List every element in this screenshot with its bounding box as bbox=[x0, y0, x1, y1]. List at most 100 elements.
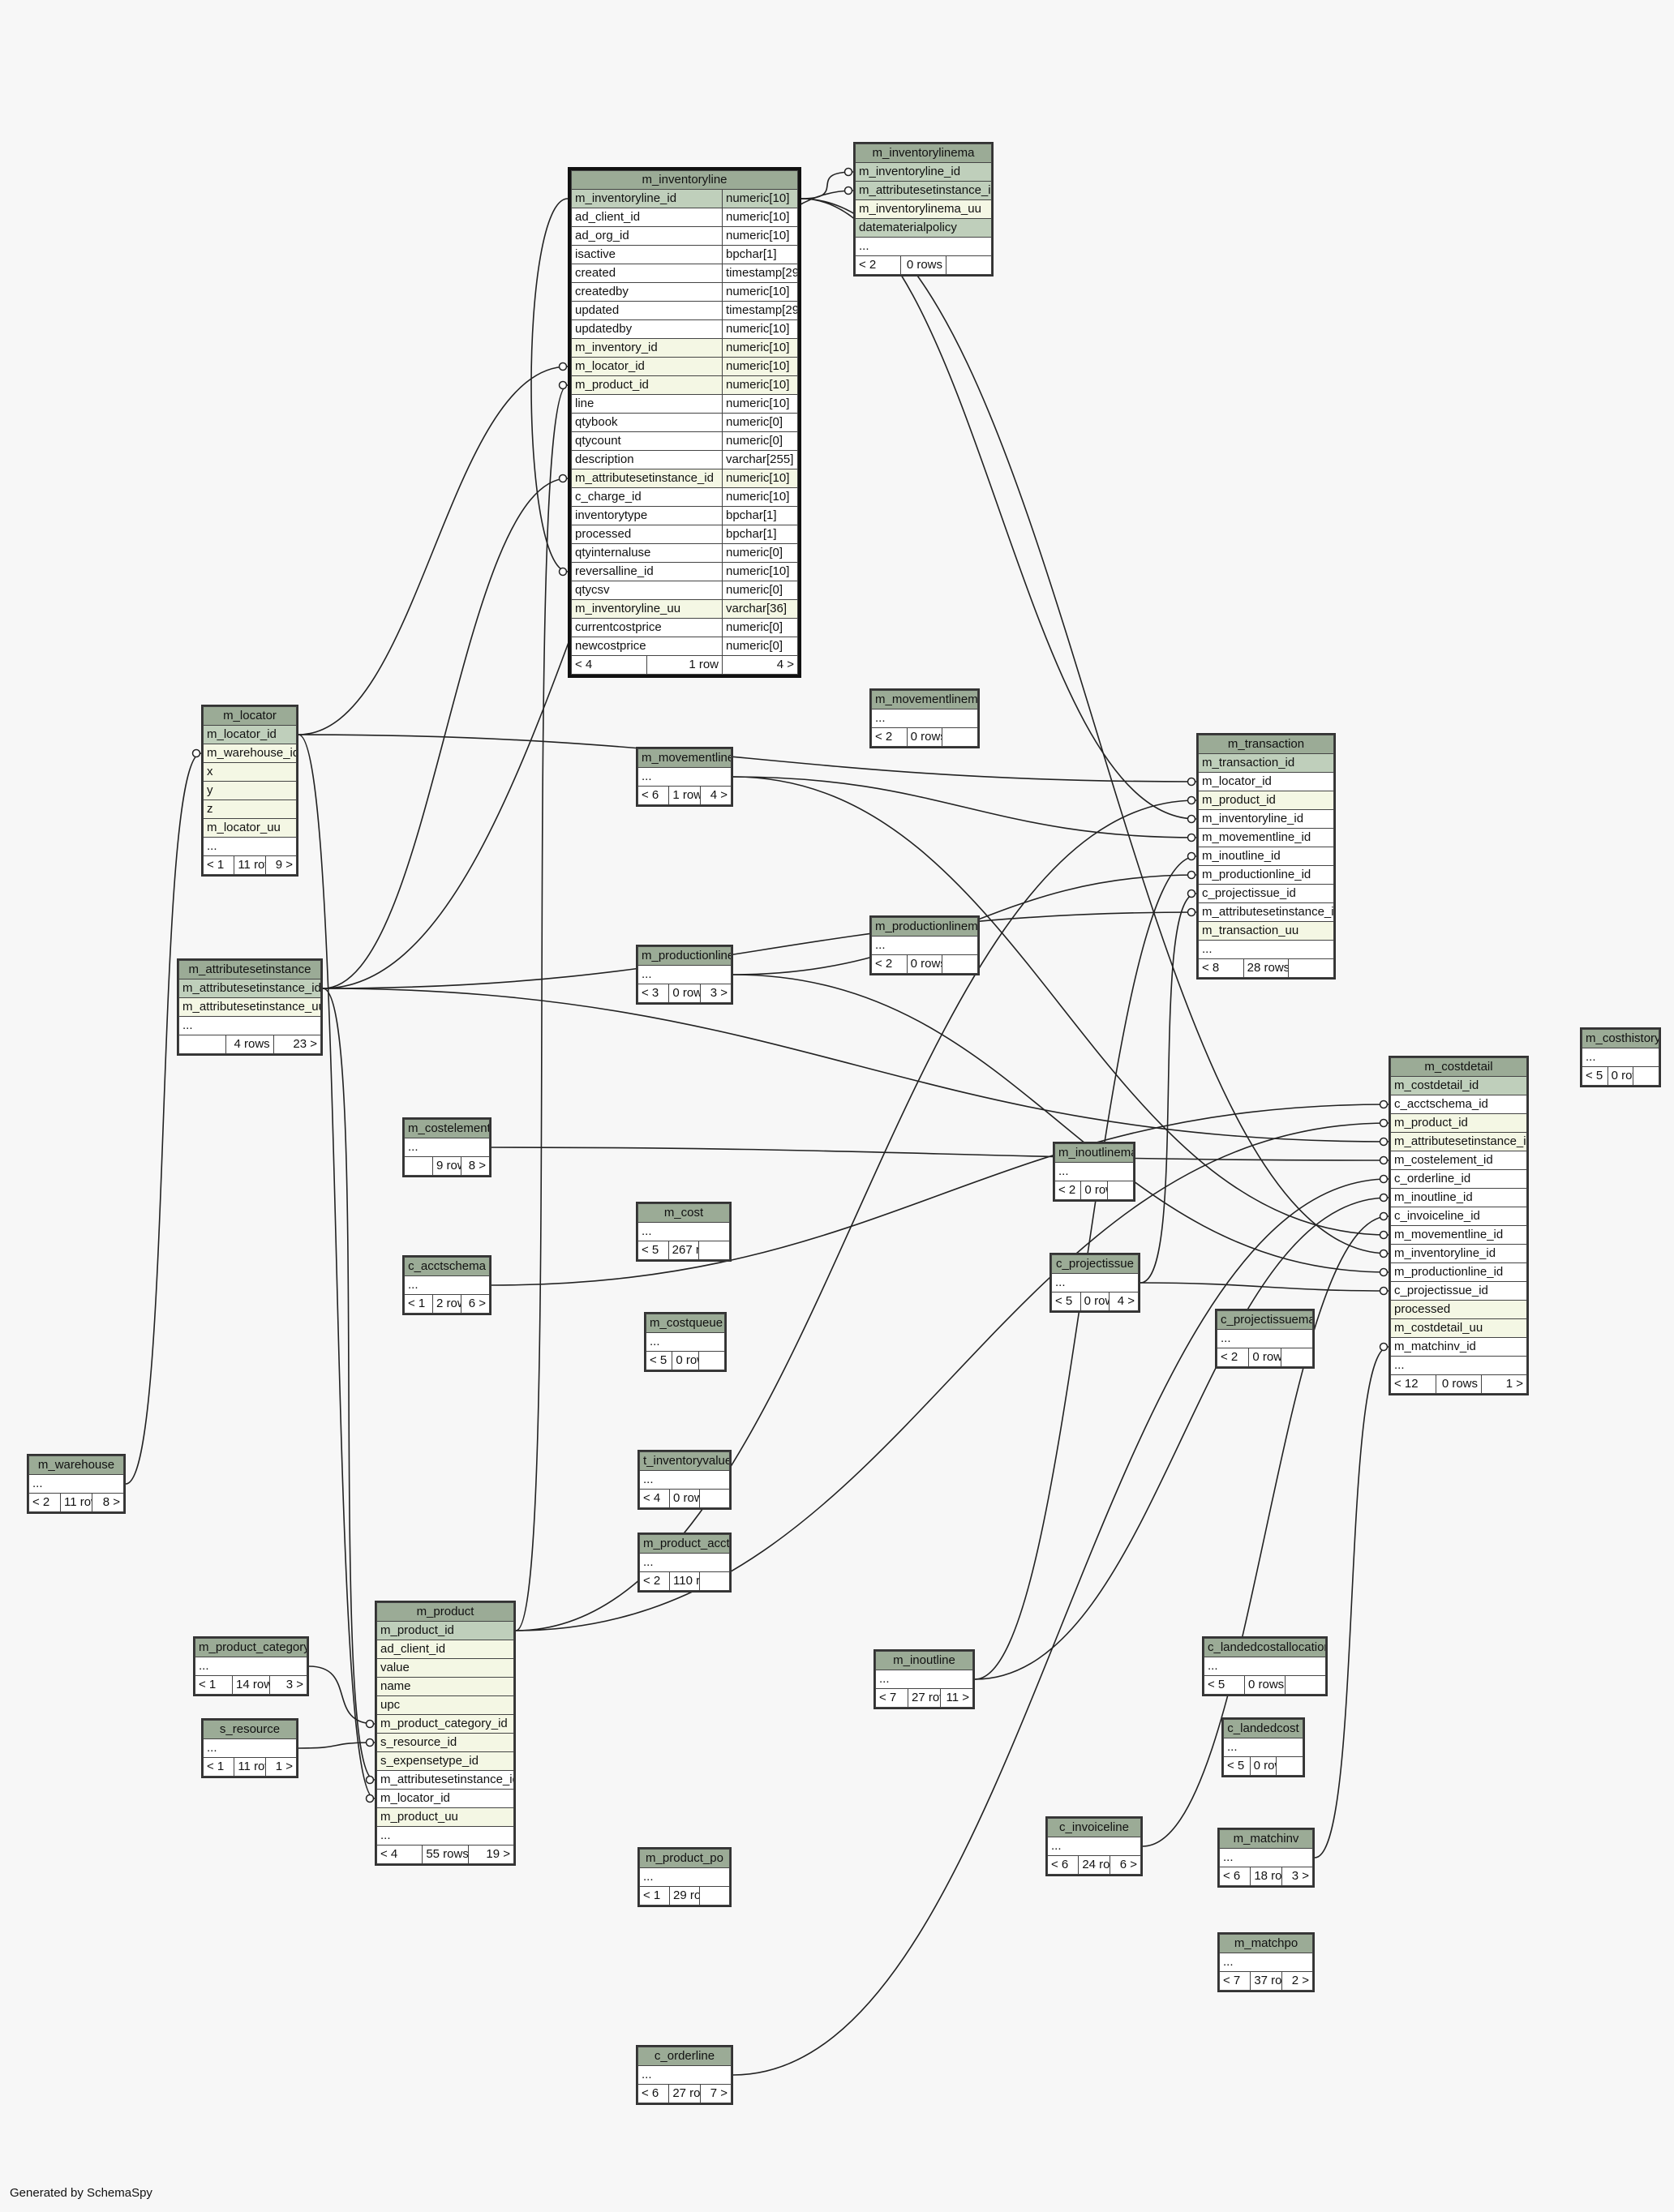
parents-count[interactable]: < 4 bbox=[376, 1845, 423, 1864]
column-row[interactable]: upc bbox=[376, 1695, 514, 1715]
column-row[interactable]: ... bbox=[203, 1738, 297, 1758]
table-c-acctschema[interactable]: c_acctschema...< 12 rows6 > bbox=[402, 1255, 491, 1315]
column-row[interactable]: m_inventoryline_id bbox=[855, 162, 992, 182]
column-row[interactable]: m_attributesetinstance_id bbox=[376, 1770, 514, 1790]
column-row[interactable]: c_orderline_id bbox=[1390, 1169, 1527, 1189]
children-count[interactable]: 4 > bbox=[699, 786, 732, 805]
parents-count[interactable]: < 6 bbox=[1046, 1855, 1080, 1875]
column-row[interactable]: ... bbox=[875, 1670, 973, 1689]
column-row[interactable]: m_locator_id bbox=[376, 1789, 514, 1808]
table-m-warehouse[interactable]: m_warehouse...< 211 rows8 > bbox=[27, 1454, 126, 1514]
table-c-landedcost[interactable]: c_landedcost...< 50 rows bbox=[1221, 1717, 1305, 1777]
column-row[interactable]: m_inventorylinema_uu bbox=[855, 199, 992, 219]
column-row[interactable]: ... bbox=[28, 1474, 124, 1494]
parents-count[interactable]: < 2 bbox=[639, 1571, 670, 1591]
column-row[interactable]: c_invoiceline_id bbox=[1390, 1207, 1527, 1226]
parents-count[interactable]: < 5 bbox=[1223, 1756, 1251, 1776]
table-title[interactable]: m_costhistory bbox=[1582, 1029, 1659, 1048]
column-row[interactable]: ... bbox=[639, 1470, 730, 1490]
parents-count[interactable]: < 12 bbox=[1390, 1374, 1436, 1394]
column-row[interactable]: ... bbox=[376, 1826, 514, 1845]
table-title[interactable]: c_landedcostallocation bbox=[1204, 1638, 1326, 1657]
column-row[interactable]: ... bbox=[637, 2065, 732, 2085]
parents-count[interactable]: < 7 bbox=[875, 1688, 908, 1708]
column-row[interactable]: m_transaction_id bbox=[1198, 753, 1334, 773]
column-row[interactable]: ... bbox=[637, 767, 732, 787]
parents-count[interactable]: < 5 bbox=[1051, 1292, 1081, 1311]
table-m-inoutline[interactable]: m_inoutline...< 727 rows11 > bbox=[873, 1649, 975, 1709]
column-row[interactable]: m_attributesetinstance_id bbox=[178, 979, 321, 998]
column-row[interactable]: ... bbox=[855, 237, 992, 256]
parents-count[interactable]: < 1 bbox=[195, 1675, 233, 1695]
table-title[interactable]: c_landedcost bbox=[1223, 1719, 1303, 1738]
column-row[interactable]: ... bbox=[646, 1332, 725, 1352]
column-row[interactable]: m_product_id bbox=[1198, 791, 1334, 810]
column-row[interactable]: y bbox=[203, 781, 297, 800]
table-title[interactable]: m_costqueue bbox=[646, 1314, 725, 1333]
column-row[interactable]: m_product_id bbox=[376, 1621, 514, 1640]
column-row[interactable]: m_locator_uu bbox=[203, 818, 297, 838]
column-row[interactable]: ... bbox=[1219, 1953, 1313, 1972]
table-m-matchinv[interactable]: m_matchinv...< 618 rows3 > bbox=[1217, 1828, 1315, 1888]
children-count[interactable]: 1 > bbox=[264, 1757, 298, 1777]
column-row[interactable]: s_expensetype_id bbox=[376, 1751, 514, 1771]
column-row[interactable]: m_attributesetinstance_uu bbox=[178, 997, 321, 1017]
children-count[interactable] bbox=[946, 255, 992, 275]
column-row[interactable]: m_matchinv_id bbox=[1390, 1337, 1527, 1357]
table-m-movementlinema[interactable]: m_movementlinema...< 20 rows bbox=[869, 688, 980, 748]
parents-count[interactable]: < 3 bbox=[637, 984, 670, 1003]
table-m-product-po[interactable]: m_product_po...< 129 rows bbox=[637, 1847, 732, 1907]
column-row[interactable]: ... bbox=[639, 1867, 730, 1887]
column-row[interactable]: m_attributesetinstance_id bbox=[1198, 902, 1334, 922]
column-row[interactable]: ... bbox=[871, 936, 978, 955]
parents-count[interactable]: < 5 bbox=[637, 1241, 669, 1260]
table-title[interactable]: m_inventoryline bbox=[571, 170, 798, 190]
column-row[interactable]: m_attributesetinstance_id bbox=[855, 181, 992, 200]
parents-count[interactable]: < 2 bbox=[1054, 1181, 1082, 1200]
children-count[interactable] bbox=[1280, 1348, 1314, 1367]
column-row[interactable]: ... bbox=[639, 1553, 730, 1572]
table-title[interactable]: m_movementlinema bbox=[871, 690, 978, 709]
table-title[interactable]: c_acctschema bbox=[404, 1257, 490, 1276]
children-count[interactable] bbox=[1106, 1181, 1135, 1200]
children-count[interactable] bbox=[1633, 1066, 1659, 1086]
column-row[interactable]: m_locator_id bbox=[1198, 772, 1334, 791]
table-title[interactable]: m_matchinv bbox=[1219, 1829, 1313, 1849]
column-row[interactable]: ... bbox=[404, 1138, 490, 1157]
children-count[interactable]: 6 > bbox=[1109, 1855, 1142, 1875]
column-row[interactable]: ... bbox=[203, 837, 297, 856]
column-row[interactable]: ... bbox=[1223, 1738, 1303, 1757]
table-c-invoiceline[interactable]: c_invoiceline...< 624 rows6 > bbox=[1045, 1816, 1143, 1876]
parents-count[interactable] bbox=[404, 1156, 433, 1176]
column-row[interactable]: m_attributesetinstance_id bbox=[1390, 1132, 1527, 1151]
table-title[interactable]: c_invoiceline bbox=[1047, 1818, 1141, 1837]
table-m-productionline[interactable]: m_productionline...< 30 rows3 > bbox=[636, 945, 733, 1005]
column-row[interactable]: m_costelement_id bbox=[1390, 1151, 1527, 1170]
children-count[interactable]: 7 > bbox=[699, 2084, 732, 2103]
children-count[interactable] bbox=[942, 954, 978, 974]
children-count[interactable] bbox=[699, 1886, 730, 1905]
table-title[interactable]: m_inoutlinema bbox=[1054, 1143, 1134, 1163]
table-m-inoutlinema[interactable]: m_inoutlinema...< 20 rows bbox=[1053, 1142, 1135, 1202]
table-title[interactable]: m_productionlinema bbox=[871, 917, 978, 937]
parents-count[interactable]: < 7 bbox=[1218, 1971, 1251, 1991]
